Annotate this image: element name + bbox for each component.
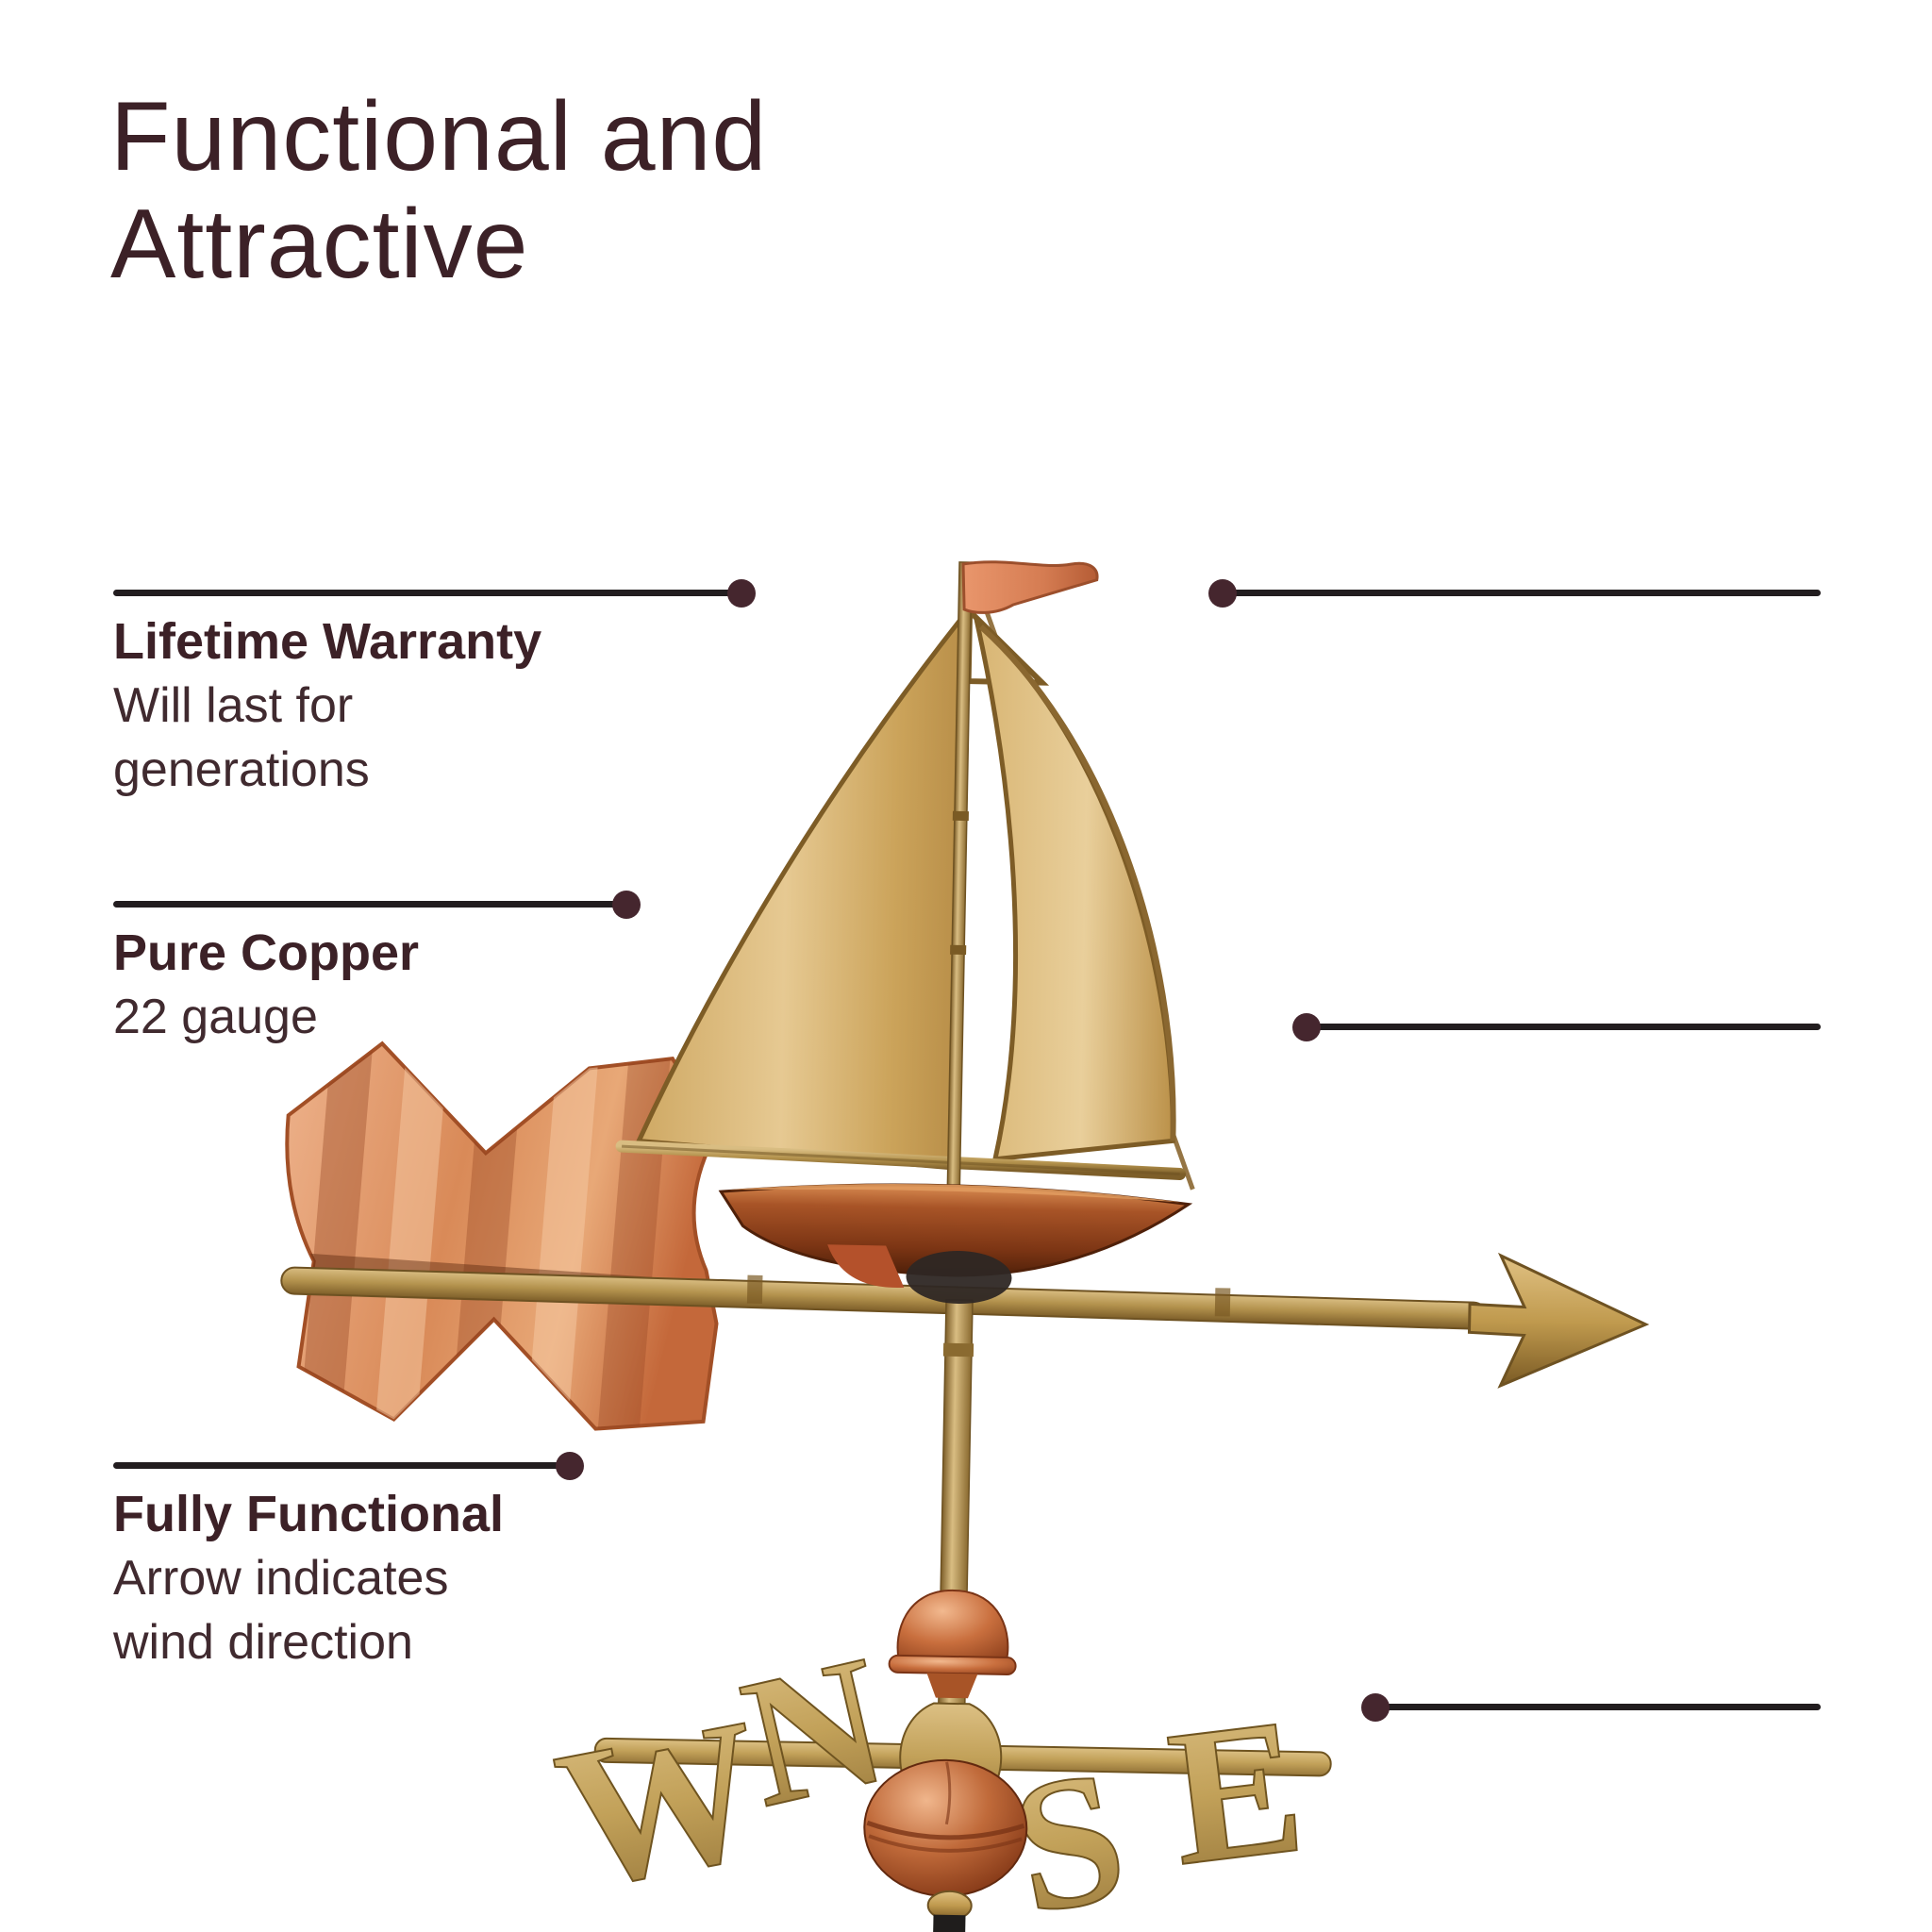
callout-body-line: Will last for <box>113 678 354 733</box>
hull-deck-highlight <box>728 1183 1182 1203</box>
callout-dot <box>1361 1692 1390 1722</box>
acorn-neck <box>926 1673 978 1699</box>
ball-seam <box>866 1820 1025 1840</box>
callout-heading: Pure Copper <box>113 924 420 981</box>
callout-line <box>1208 578 1821 608</box>
callout-dot <box>1208 578 1237 608</box>
callout-dot <box>612 890 641 919</box>
callout-body-line: wind direction <box>113 1615 413 1670</box>
callout-line <box>113 578 756 608</box>
callout-body-line: generations <box>113 742 370 797</box>
rod-sleeve <box>942 1342 974 1357</box>
callout-line <box>113 890 641 919</box>
rudder <box>827 1244 905 1288</box>
callout-text: Fully Functional Arrow indicates wind di… <box>113 1482 504 1674</box>
callout-text: Lifetime Warranty Will last for generati… <box>113 609 541 802</box>
shaft-joint <box>1214 1288 1231 1317</box>
bottom-rod <box>933 1914 966 1932</box>
ball-vertical-seam <box>944 1761 952 1825</box>
page-title: Functional and Attractive <box>110 83 767 299</box>
jib-leech-edge <box>978 625 1176 1141</box>
shaft-joint <box>746 1274 763 1304</box>
arrowhead <box>1467 1252 1650 1389</box>
callout-dot <box>727 578 756 608</box>
directional-letter-e: E <box>1158 1676 1313 1907</box>
page-title-line1: Functional and <box>110 82 768 192</box>
callout-heading: Lifetime Warranty <box>113 613 542 670</box>
page-title-line2: Attractive <box>110 190 529 300</box>
callout-line <box>1292 1012 1821 1041</box>
callout-line <box>1361 1692 1821 1722</box>
mainsail <box>635 608 967 1171</box>
directional-letter-w: W <box>542 1676 781 1932</box>
boom-edge <box>622 1144 1180 1175</box>
callout-body-line: Arrow indicates <box>113 1551 449 1606</box>
callout-line <box>113 1451 584 1480</box>
callout-dot <box>1292 1012 1321 1041</box>
acorn-ring <box>888 1654 1017 1676</box>
acorn-finial <box>896 1589 1009 1663</box>
callout-dot <box>556 1451 584 1480</box>
hull-weld <box>906 1250 1012 1305</box>
mast-band <box>950 944 967 956</box>
jib-sail <box>973 616 1175 1162</box>
callout-text: Pure Copper 22 gauge <box>113 921 419 1049</box>
ball-seam <box>868 1834 1023 1853</box>
callout-heading: Fully Functional <box>113 1486 504 1542</box>
flag <box>961 560 1099 614</box>
callout-body-line: 22 gauge <box>113 990 318 1044</box>
mast-band <box>952 810 969 822</box>
